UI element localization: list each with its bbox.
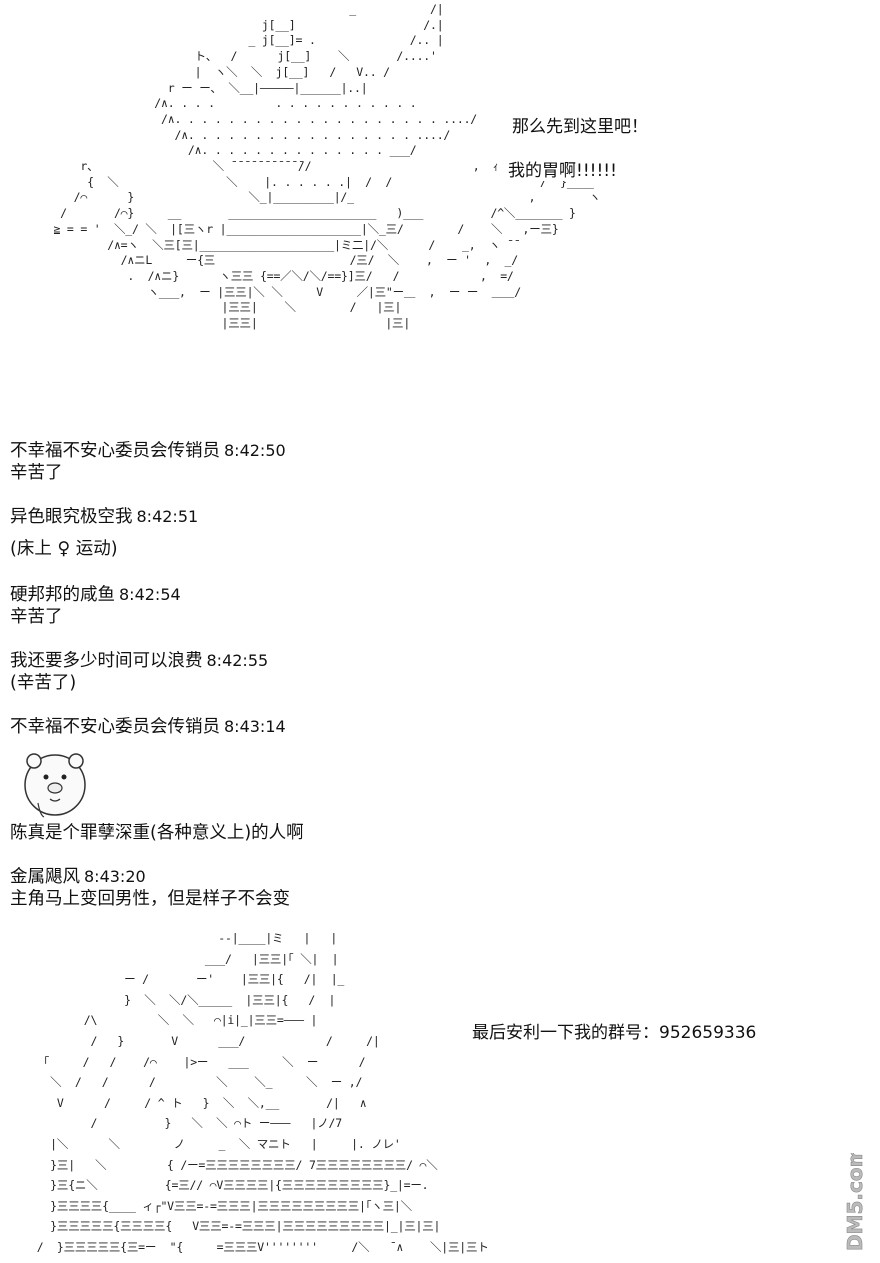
message-time: 8:42:54 — [119, 585, 181, 604]
art-caption-2: 我的胃啊!!!!!! — [508, 156, 617, 181]
ascii-art-robot-bottom: --|____|ミ | | ___/ |三三|｢ ＼| | ー / ー' |三三… — [36, 931, 489, 1254]
message-text: 主角马上变回男性，但是样子不会变 — [10, 889, 290, 909]
watermark-text: DM5.com — [843, 1153, 867, 1251]
art-caption-1: 那么先到这里吧！ — [512, 112, 648, 137]
chat-message-5-text: 陈真是个罪孽深重(各种意义上)的人啊 — [10, 822, 304, 844]
message-text: 辛苦了 — [10, 463, 63, 483]
message-sender: 我还要多少时间可以浪费 — [10, 651, 203, 671]
message-time: 8:43:20 — [84, 867, 146, 886]
message-sender: 硬邦邦的咸鱼 — [10, 585, 115, 605]
ascii-art-robot-top: _ /| j[__] /.| _ j[__]= . /.. | ト、 / j[_… — [53, 2, 601, 331]
message-text: 陈真是个罪孽深重(各种意义上)的人啊 — [10, 823, 304, 843]
message-text: 辛苦了 — [10, 607, 63, 627]
message-sender: 金属飓风 — [10, 867, 80, 887]
bear-face-icon — [10, 741, 100, 821]
message-text: (辛苦了) — [10, 673, 77, 693]
message-time: 8:43:14 — [224, 717, 286, 736]
message-time: 8:42:51 — [136, 507, 199, 526]
art-caption-3: 最后安利一下我的群号：952659336 — [472, 1018, 757, 1043]
message-text: (床上 ♀ 运动) — [10, 539, 118, 559]
dm5-watermark-logo: DM5.com — [843, 1153, 868, 1251]
message-sender: 异色眼究极空我 — [10, 507, 133, 527]
message-sender: 不幸福不安心委员会传销员 — [10, 441, 220, 461]
message-time: 8:42:55 — [206, 651, 269, 670]
message-sender: 不幸福不安心委员会传销员 — [10, 717, 220, 737]
bear-sticker-image — [10, 741, 100, 821]
message-time: 8:42:50 — [224, 441, 286, 460]
